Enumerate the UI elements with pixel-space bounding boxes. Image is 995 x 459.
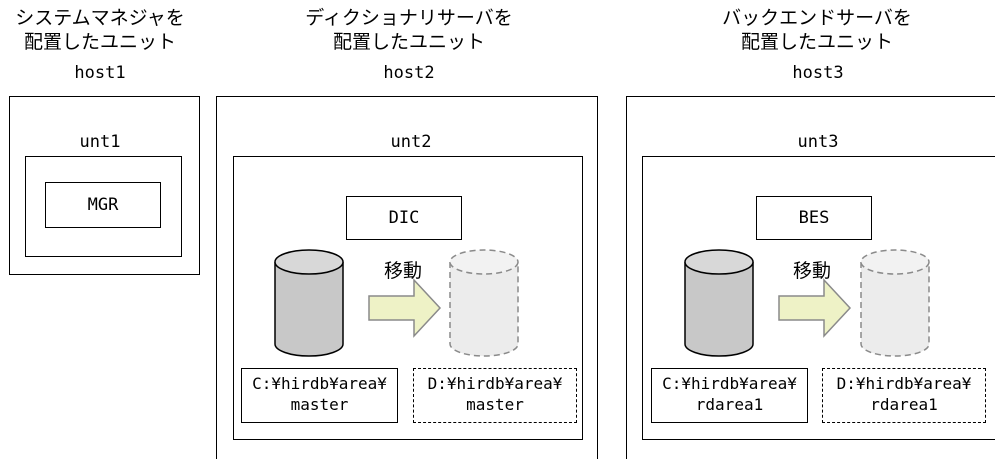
path-box-bes-target: D:¥hirdb¥area¥ rdarea1 [822,368,986,423]
unit1-box [25,156,182,257]
path-box-bes-source: C:¥hirdb¥area¥ rdarea1 [651,368,808,423]
unit1-label: unt1 [79,132,121,152]
move-arrow-bes [778,278,852,338]
server-dic: DIC [346,196,462,240]
unit2-label: unt2 [390,132,432,152]
host3-label: host3 [792,63,844,83]
unit3-box [642,156,995,440]
move-label-bes: 移動 [793,260,832,282]
db-cylinder-bes-source [684,249,754,357]
host1-label: host1 [74,63,126,83]
caption-host3: バックエンドサーバを 配置したユニット [722,7,912,53]
caption-host2: ディクショナリサーバを 配置したユニット [305,7,513,53]
unit3-label: unt3 [797,132,839,152]
db-cylinder-dic-target [449,249,519,357]
db-cylinder-bes-target [860,249,930,357]
host1-box [9,96,200,275]
db-cylinder-dic-source [274,249,344,357]
move-arrow-dic [368,278,442,338]
move-label-dic: 移動 [384,260,423,282]
host2-label: host2 [383,63,435,83]
path-box-dic-target: D:¥hirdb¥area¥ master [413,368,577,423]
caption-host1: システムマネジャを 配置したユニット [15,7,185,53]
server-mgr: MGR [45,182,161,228]
host2-box [216,96,598,459]
host3-box [626,96,995,459]
server-bes: BES [756,196,872,240]
path-box-dic-source: C:¥hirdb¥area¥ master [241,368,398,423]
unit2-box [233,156,583,440]
